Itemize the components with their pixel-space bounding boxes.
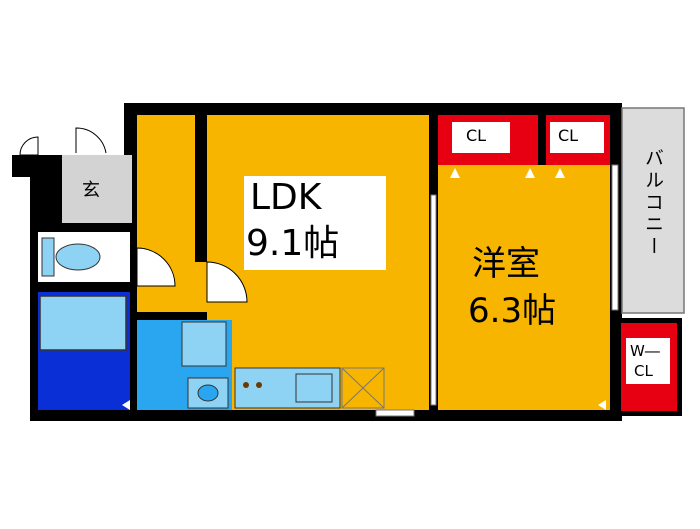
western-size: 6.3帖 (468, 291, 557, 331)
closet-door-marker (555, 168, 565, 178)
corridor-door (136, 247, 176, 287)
toilet-tank (41, 237, 55, 277)
closet-left-label: CL (466, 126, 487, 145)
stove-burner (243, 382, 249, 388)
wall-stub (12, 155, 42, 177)
closet-right-label: CL (558, 126, 579, 145)
ldk-label-box (244, 176, 386, 270)
closet-door (19, 136, 39, 156)
entrance-floor (62, 155, 132, 223)
closet-left-panel (452, 122, 510, 153)
entrance-door (75, 127, 107, 154)
closet-right-panel (550, 122, 604, 153)
bathtub (39, 295, 127, 351)
toilet-bowl (55, 243, 101, 271)
balcony-label: バルコニー (642, 148, 664, 258)
walk-in-closet-label-bottom: CL (634, 362, 653, 380)
closet-door-marker (450, 168, 460, 178)
ldk-size: 9.1帖 (246, 223, 340, 264)
corner-marker (598, 400, 606, 410)
corner-marker (122, 400, 130, 410)
refrigerator-space (341, 367, 385, 409)
closet-door-marker (525, 168, 535, 178)
sliding-partition (430, 194, 437, 406)
balcony (621, 107, 685, 314)
ldk-name: LDK (250, 177, 322, 218)
walk-in-closet-label-top: W― (630, 342, 660, 360)
western-name: 洋室 (472, 244, 540, 284)
walk-in-closet-panel (626, 338, 670, 384)
entrance-label: 玄 (82, 180, 100, 201)
stove-burner (256, 382, 262, 388)
kitchen-sink (295, 373, 333, 403)
basin-bowl (197, 384, 219, 402)
balcony-window (611, 164, 619, 311)
western-floor (438, 165, 610, 410)
window (375, 409, 415, 417)
ldk-door (206, 261, 248, 303)
washing-machine (181, 321, 227, 367)
